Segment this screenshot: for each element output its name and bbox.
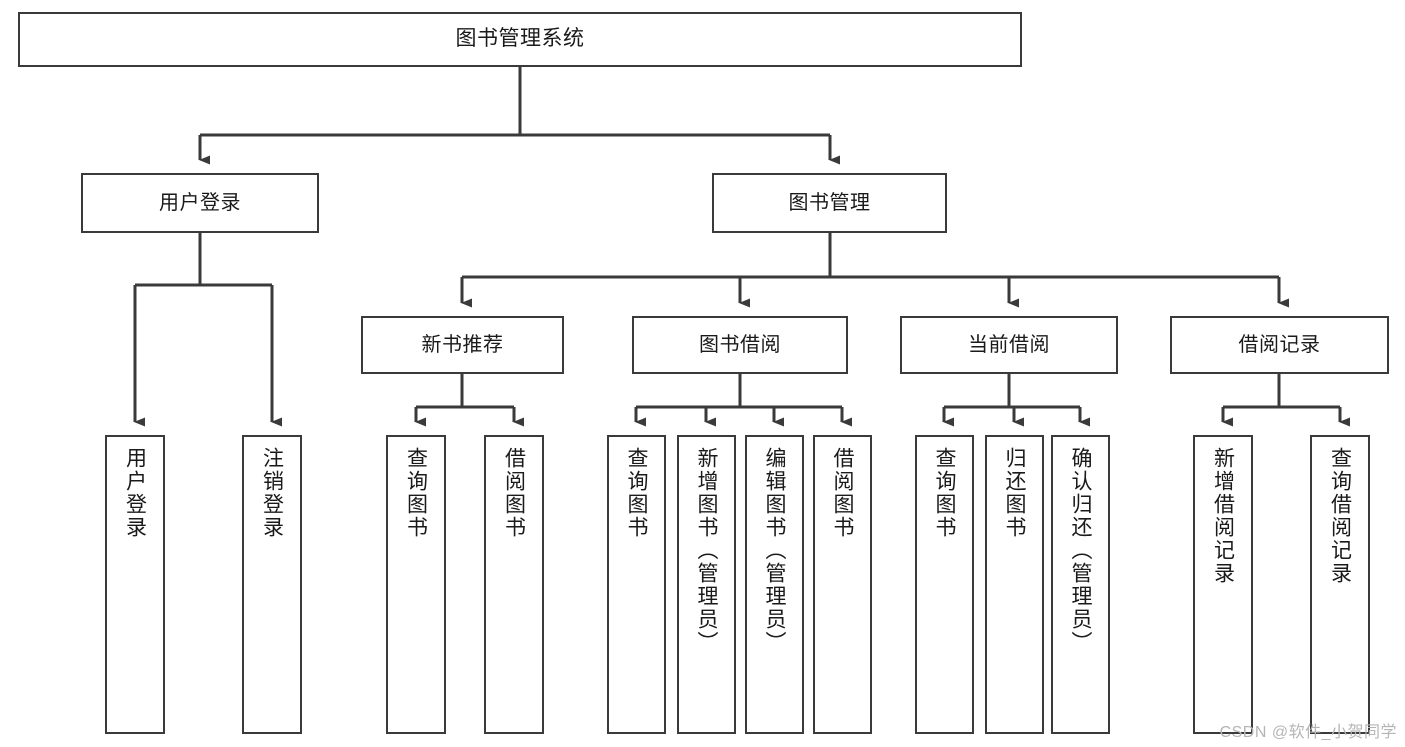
connector-bookborrow-to-leaves <box>634 374 852 427</box>
node-leaf-confirm-return[interactable]: 确认归还（管理员） <box>1051 435 1110 734</box>
node-label: 图书借阅 <box>699 333 781 356</box>
node-leaf-query-book-2[interactable]: 查询图书 <box>607 435 666 734</box>
connector-booklogin-to-leaves <box>133 233 282 427</box>
node-label: 图书管理 <box>788 191 871 214</box>
node-leaf-edit-book[interactable]: 编辑图书（管理员） <box>745 435 804 734</box>
node-label: 确认归还（管理员） <box>1069 447 1092 654</box>
node-label: 新增图书（管理员） <box>695 447 718 654</box>
node-leaf-logout[interactable]: 注销登录 <box>242 435 302 734</box>
node-label: 查询图书 <box>933 447 956 539</box>
node-current-borrow[interactable]: 当前借阅 <box>900 316 1118 374</box>
node-borrow-record[interactable]: 借阅记录 <box>1170 316 1389 374</box>
node-leaf-query-book-3[interactable]: 查询图书 <box>915 435 974 734</box>
node-root-system[interactable]: 图书管理系统 <box>18 12 1022 67</box>
node-label: 借阅图书 <box>831 447 854 539</box>
csdn-watermark: CSDN @软件_小贺同学 <box>1219 724 1397 741</box>
node-label: 注销登录 <box>260 447 284 539</box>
node-label: 归还图书 <box>1003 447 1026 539</box>
node-label: 查询图书 <box>404 447 428 539</box>
node-new-book-recommend[interactable]: 新书推荐 <box>361 316 564 374</box>
node-book-manage[interactable]: 图书管理 <box>712 173 947 233</box>
node-label: 借阅图书 <box>502 447 526 539</box>
node-user-login[interactable]: 用户登录 <box>81 173 319 233</box>
node-label: 编辑图书（管理员） <box>763 447 786 654</box>
node-leaf-borrow-book-2[interactable]: 借阅图书 <box>813 435 872 734</box>
node-label: 新增借阅记录 <box>1211 447 1235 585</box>
node-label: 借阅记录 <box>1238 333 1321 356</box>
node-leaf-borrow-book-1[interactable]: 借阅图书 <box>484 435 544 734</box>
node-label: 用户登录 <box>159 191 241 214</box>
node-leaf-user-login[interactable]: 用户登录 <box>105 435 165 734</box>
node-label: 图书管理系统 <box>455 27 585 51</box>
node-book-borrow[interactable]: 图书借阅 <box>632 316 848 374</box>
connector-borrowrecord-to-leaves <box>1221 374 1350 427</box>
node-label: 新书推荐 <box>421 333 504 356</box>
connector-newbook-to-leaves <box>414 374 524 427</box>
node-leaf-add-record[interactable]: 新增借阅记录 <box>1193 435 1253 734</box>
node-label: 用户登录 <box>123 447 147 539</box>
connector-bookmanage-to-level3 <box>460 233 1289 308</box>
node-leaf-query-book-1[interactable]: 查询图书 <box>386 435 446 734</box>
node-label: 查询借阅记录 <box>1328 447 1352 585</box>
node-leaf-query-record[interactable]: 查询借阅记录 <box>1310 435 1370 734</box>
node-label: 查询图书 <box>625 447 648 539</box>
node-leaf-add-book[interactable]: 新增图书（管理员） <box>677 435 736 734</box>
connector-currentborrow-to-leaves <box>942 374 1090 427</box>
node-leaf-return-book[interactable]: 归还图书 <box>985 435 1044 734</box>
connector-root-to-level2 <box>198 67 840 165</box>
node-label: 当前借阅 <box>968 333 1050 356</box>
